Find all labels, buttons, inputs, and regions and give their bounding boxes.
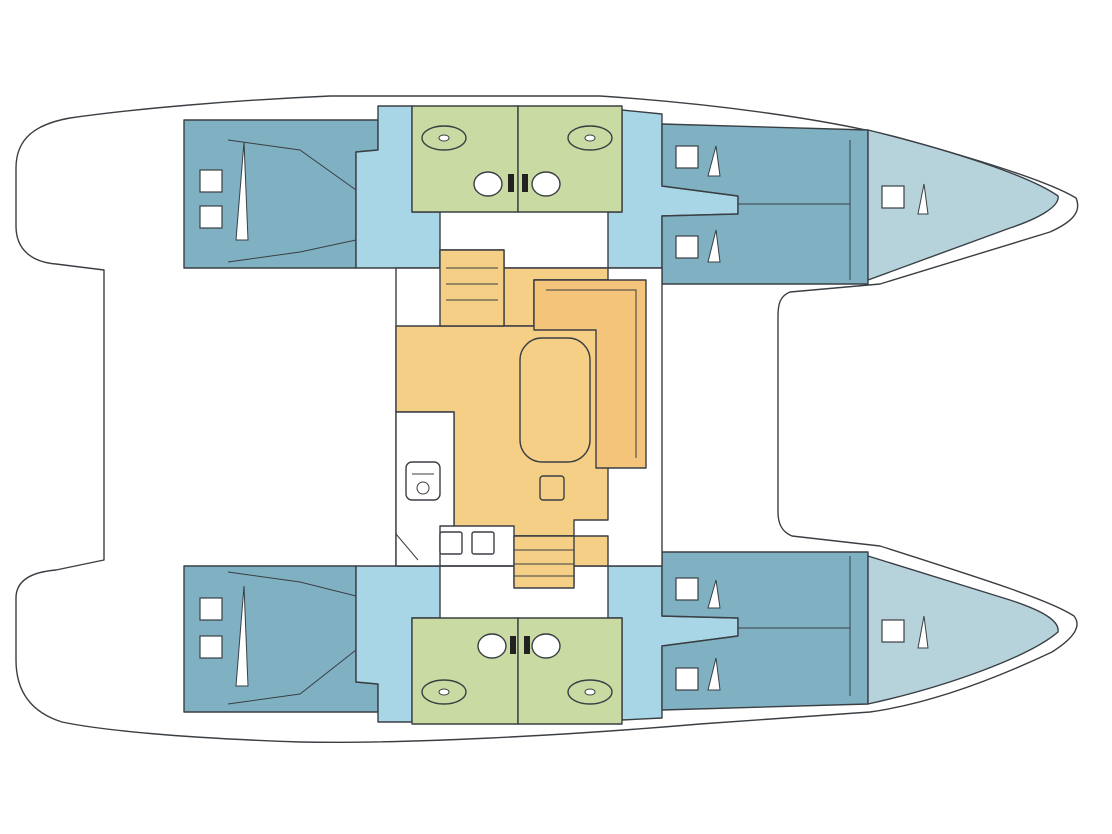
saloon-table (519, 337, 591, 463)
toilet-tank (524, 636, 530, 654)
top-bow-locker (867, 129, 1059, 281)
hatch-sliver (917, 615, 929, 649)
toilet-bowl (531, 171, 561, 197)
toilet-tank (510, 636, 516, 654)
hatch-sliver (707, 657, 721, 691)
top-aft-bed-shade (227, 139, 357, 263)
companionway-top (439, 249, 505, 327)
basin-drain (438, 688, 450, 696)
top-head-left (411, 105, 519, 213)
hatch-sliver (707, 229, 721, 263)
toilet-bowl (531, 633, 561, 659)
galley-sink-2 (471, 531, 495, 555)
hatch-sliver (235, 141, 249, 241)
toilet-bowl (477, 633, 507, 659)
galley-stove (405, 461, 441, 501)
fixtures-group (199, 125, 929, 705)
locker-box (881, 185, 905, 209)
hatch-sliver (707, 145, 721, 177)
locker-box (675, 145, 699, 169)
basin-drain (438, 134, 450, 142)
hatch-sliver (235, 585, 249, 687)
basin-drain (584, 688, 596, 696)
locker-box (675, 667, 699, 691)
basin (421, 679, 467, 705)
basin (567, 679, 613, 705)
top-head-right (517, 105, 623, 213)
toilet-tank (508, 174, 514, 192)
locker-box (199, 169, 223, 193)
bottom-head-left (411, 617, 519, 725)
locker-box (199, 635, 223, 659)
bottom-head-right (517, 617, 623, 725)
saloon-settee (533, 279, 647, 469)
toilet-bowl (473, 171, 503, 197)
basin (421, 125, 467, 151)
bottom-bow-locker (867, 555, 1059, 705)
hatch-sliver (707, 579, 721, 609)
locker-box (199, 205, 223, 229)
basin (567, 125, 613, 151)
top-aft-cabin (183, 119, 379, 269)
hatch-sliver (917, 183, 929, 215)
locker-box (199, 597, 223, 621)
locker-box (881, 619, 905, 643)
companionway-bottom (513, 535, 575, 589)
locker-box (675, 235, 699, 259)
locker-box (675, 577, 699, 601)
saloon-stool (539, 475, 565, 501)
basin-drain (584, 134, 596, 142)
bottom-aft-bed-shade (227, 571, 357, 705)
galley-sink-1 (439, 531, 463, 555)
toilet-tank (522, 174, 528, 192)
